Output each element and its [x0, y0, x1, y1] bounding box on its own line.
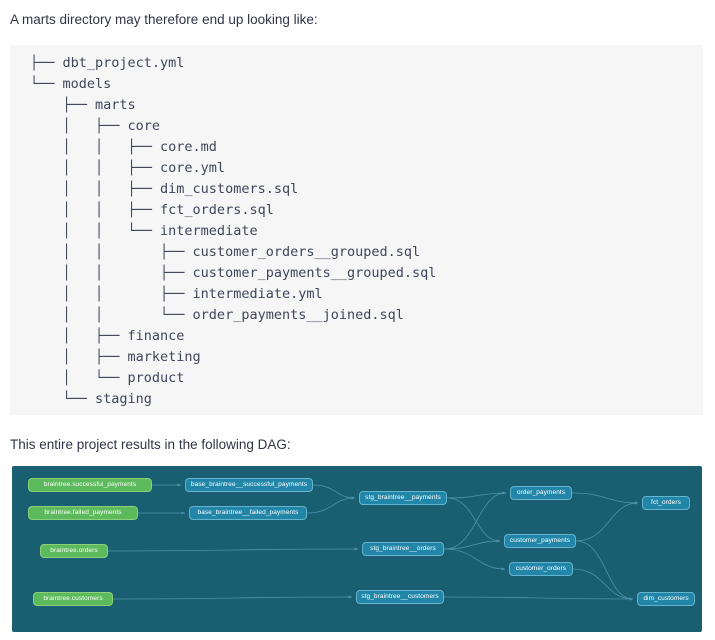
- dag-node-customer_orders[interactable]: customer_orders: [509, 562, 573, 576]
- dag-edges: [107, 483, 639, 601]
- dag-node-label: braintree.failed_payments: [44, 508, 122, 516]
- dag-node-braintree_failed_payments[interactable]: braintree.failed_payments: [28, 506, 138, 520]
- dag-node-label: order_payments: [516, 488, 566, 496]
- tree-line: │ │ └── intermediate: [30, 223, 258, 239]
- tree-line: ├── marts: [30, 97, 136, 113]
- tree-line: │ ├── finance: [30, 328, 185, 344]
- dag-edge-stg_braintree_payments-to-customer_payments: [446, 497, 501, 543]
- dag-edge-order_payments-to-fct_orders: [571, 492, 639, 505]
- tree-line: │ ├── core: [30, 118, 161, 134]
- dag-node-dim_customers[interactable]: dim_customers: [637, 592, 695, 606]
- dag-edge-stg_braintree_payments-to-order_payments: [446, 491, 507, 499]
- dag-edge-stg_braintree_orders-to-customer_orders: [443, 548, 506, 571]
- dag-edge-customer_payments-to-fct_orders: [575, 501, 639, 542]
- dag-node-label: stg_braintree__payments: [365, 493, 441, 501]
- dag-node-stg_braintree_payments[interactable]: stg_braintree__payments: [359, 491, 447, 505]
- tree-line: │ │ ├── core.yml: [30, 160, 226, 176]
- dag-node-label: base_braintree__failed_payments: [197, 508, 299, 516]
- tree-line: │ └── product: [30, 370, 185, 386]
- dag-node-label: base_braintree__successful_payments: [190, 480, 308, 488]
- dag-node-label: stg_braintree__customers: [361, 592, 439, 600]
- dag-node-stg_braintree_customers[interactable]: stg_braintree__customers: [356, 590, 444, 604]
- tree-line: │ │ └── order_payments__joined.sql: [30, 307, 404, 323]
- tree-line: │ │ ├── customer_payments__grouped.sql: [30, 265, 437, 281]
- dag-node-base_braintree_successful_payments[interactable]: base_braintree__successful_payments: [185, 478, 313, 492]
- dag-node-label: stg_braintree__orders: [370, 544, 436, 552]
- tree-line: │ │ ├── core.md: [30, 139, 217, 155]
- dag-node-braintree_successful_payments[interactable]: braintree.successful_payments: [28, 478, 152, 492]
- dag-node-label: customer_orders: [515, 564, 567, 572]
- dag-node-label: fct_orders: [651, 498, 681, 506]
- dag-edge-braintree_customers-to-stg_braintree_customers: [112, 595, 353, 600]
- dag-node-braintree_orders[interactable]: braintree.orders: [40, 544, 108, 558]
- dag-diagram-panel[interactable]: braintree.successful_payments braintree.f…: [12, 466, 702, 632]
- tree-line: │ │ ├── customer_orders__grouped.sql: [30, 244, 421, 260]
- tree-line: │ ├── marketing: [30, 349, 201, 365]
- dag-node-label: customer_payments: [509, 536, 571, 544]
- tree-line: └── models: [30, 76, 112, 92]
- dag-node-braintree_customers[interactable]: braintree.customers: [33, 592, 113, 606]
- tree-line: │ │ ├── dim_customers.sql: [30, 181, 299, 197]
- tree-line: └── staging: [30, 391, 152, 407]
- intro-paragraph: A marts directory may therefore end up l…: [10, 12, 318, 27]
- dag-node-base_braintree_failed_payments[interactable]: base_braintree__failed_payments: [189, 506, 307, 520]
- dag-edge-stg_braintree_customers-to-dim_customers: [443, 596, 634, 601]
- dag-node-fct_orders[interactable]: fct_orders: [642, 496, 690, 510]
- dag-edge-stg_braintree_orders-to-order_payments: [443, 491, 507, 550]
- dag-edge-braintree_orders-to-stg_braintree_orders: [107, 547, 359, 552]
- dag-node-order_payments[interactable]: order_payments: [510, 486, 572, 500]
- dag-edge-base_braintree_successful_payments-to-stg_braintree_payments: [312, 484, 356, 500]
- dag-edge-customer_payments-to-dim_customers: [575, 540, 634, 601]
- dag-edge-base_braintree_failed_payments-to-stg_braintree_payments: [306, 496, 356, 514]
- tree-line: │ │ ├── intermediate.yml: [30, 286, 323, 302]
- dag-node-label: dim_customers: [643, 594, 689, 602]
- dag-intro-paragraph: This entire project results in the follo…: [10, 437, 291, 452]
- directory-tree-code-block: ├── dbt_project.yml└── models ├── marts …: [10, 45, 703, 415]
- tree-line: ├── dbt_project.yml: [30, 55, 185, 71]
- tree-line: │ │ ├── fct_orders.sql: [30, 202, 274, 218]
- dag-node-label: braintree.orders: [50, 546, 98, 554]
- dag-node-label: braintree.customers: [43, 594, 103, 602]
- dag-node-label: braintree.successful_payments: [43, 480, 137, 488]
- dag-edge-customer_orders-to-dim_customers: [572, 568, 634, 601]
- dag-node-stg_braintree_orders[interactable]: stg_braintree__orders: [362, 542, 444, 556]
- dag-node-customer_payments[interactable]: customer_payments: [504, 534, 576, 548]
- dag-edge-stg_braintree_orders-to-customer_payments: [443, 539, 501, 550]
